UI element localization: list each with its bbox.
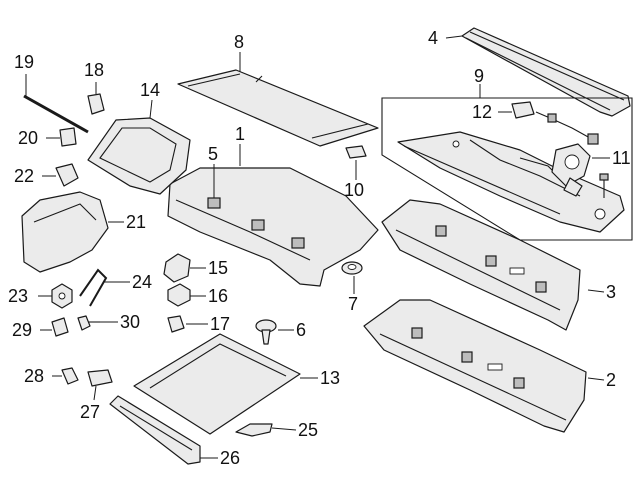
part-lower-back-panel [363, 299, 587, 433]
part-grommet [341, 261, 363, 275]
callout-9: 9 [474, 66, 484, 86]
callout-28: 28 [24, 366, 44, 386]
part-upper-back-panel [381, 199, 581, 331]
shade-assembly-group-box [381, 97, 633, 241]
callout-19: 19 [14, 52, 34, 72]
callout-10: 10 [344, 180, 364, 200]
part-bracket [79, 268, 108, 307]
callout-13: 13 [320, 368, 340, 388]
callout-14: 14 [140, 80, 160, 100]
callout-24: 24 [132, 272, 152, 292]
callout-20: 20 [18, 128, 38, 148]
part-tray-cover-panel [177, 69, 379, 147]
part-push-pin [255, 319, 277, 345]
part-trunk-side-liner [21, 191, 109, 273]
part-motor [551, 143, 609, 198]
leader-lines [25, 35, 610, 459]
part-pad [345, 145, 367, 159]
callout-29: 29 [12, 320, 32, 340]
callout-25: 25 [298, 420, 318, 440]
callout-26: 26 [220, 448, 240, 468]
part-cap-15 [163, 253, 191, 283]
part-package-tray-trim [167, 167, 379, 287]
part-cap-22 [55, 163, 79, 187]
part-shade-mechanism [397, 131, 625, 233]
callout-16: 16 [208, 286, 228, 306]
part-side-trim-panel [87, 117, 191, 195]
callout-labels: 1 2 3 4 5 6 7 8 9 10 11 12 13 14 15 16 1… [8, 28, 631, 468]
part-connector [511, 101, 599, 145]
callout-7: 7 [348, 294, 358, 314]
callout-2: 2 [606, 370, 616, 390]
part-clip-18 [87, 93, 105, 115]
part-nut-16 [167, 283, 191, 307]
callout-17: 17 [210, 314, 230, 334]
part-sill-plate [109, 395, 201, 465]
part-nut-23 [51, 283, 73, 309]
callout-18: 18 [84, 60, 104, 80]
callout-4: 4 [428, 28, 438, 48]
callout-22: 22 [14, 166, 34, 186]
callout-12: 12 [472, 102, 492, 122]
callout-15: 15 [208, 258, 228, 278]
part-bolt-30 [77, 315, 100, 331]
callout-21: 21 [126, 212, 146, 232]
callout-5: 5 [208, 144, 218, 164]
part-hook-25 [235, 423, 273, 437]
callout-23: 23 [8, 286, 28, 306]
part-clip-17 [167, 315, 185, 333]
callout-8: 8 [234, 32, 244, 52]
part-plug-28 [61, 367, 79, 385]
part-trunk-floor-mat [133, 333, 301, 435]
callout-1: 1 [235, 124, 245, 144]
part-clip-29 [51, 317, 69, 337]
part-strip [23, 94, 89, 134]
part-clip-20 [59, 127, 77, 147]
callout-27: 27 [80, 402, 100, 422]
callout-6: 6 [296, 320, 306, 340]
callout-3: 3 [606, 282, 616, 302]
part-retainer-27 [87, 369, 113, 387]
callout-30: 30 [120, 312, 140, 332]
callout-11: 11 [612, 148, 631, 168]
